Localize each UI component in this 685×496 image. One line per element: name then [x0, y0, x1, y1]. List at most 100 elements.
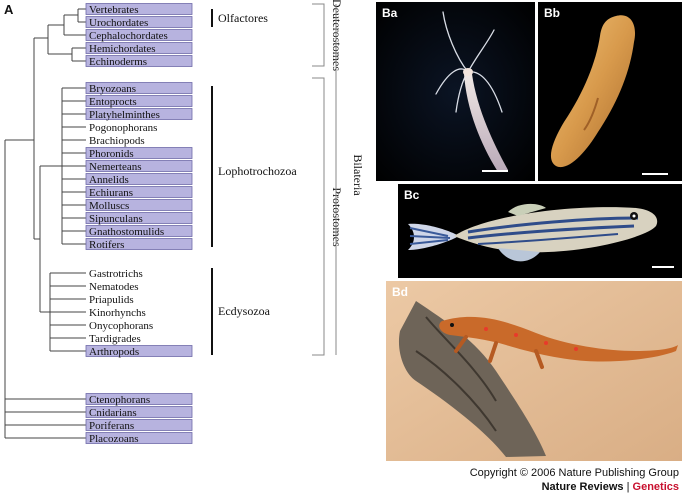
protostomes-bracket	[312, 77, 325, 356]
taxon-kinorhynchs: Kinorhynchs	[89, 307, 146, 319]
hydra-image	[376, 2, 535, 181]
taxon-poriferans: Poriferans	[85, 419, 193, 432]
taxon-urochordates: Urochordates	[85, 16, 193, 29]
photo-label-bd: Bd	[392, 285, 408, 299]
taxon-highlight-box	[85, 406, 193, 418]
taxon-label: Gnathostomulids	[89, 226, 164, 238]
taxon-label: Urochordates	[89, 17, 148, 29]
taxon-echinoderms: Echinoderms	[85, 55, 193, 68]
phylogenetic-tree: VertebratesUrochordatesCephalochordatesH…	[4, 0, 365, 445]
photo-label-bb: Bb	[544, 6, 560, 20]
taxon-platyhelminthes: Platyhelminthes	[85, 108, 193, 121]
lophotrochozoa-label: Lophotrochozoa	[218, 164, 297, 178]
taxon-rotifers: Rotifers	[85, 238, 193, 251]
taxon-highlight-box	[85, 225, 193, 237]
journal-credit: Nature Reviews | Genetics	[470, 480, 679, 494]
taxon-label: Annelids	[89, 174, 129, 186]
copyright-block: Copyright © 2006 Nature Publishing Group…	[470, 466, 679, 494]
tree-branches	[4, 8, 86, 439]
taxon-label: Ctenophorans	[89, 394, 150, 406]
taxon-label: Vertebrates	[89, 4, 138, 16]
taxon-highlight-box	[85, 55, 193, 67]
taxon-highlight-box	[85, 173, 193, 185]
taxon-label: Gastrotrichs	[89, 268, 143, 280]
taxon-highlight-box	[85, 95, 193, 107]
taxon-label: Echiurans	[89, 187, 133, 199]
planarian-image	[538, 2, 682, 181]
taxon-highlight-box	[85, 345, 193, 357]
taxon-label: Placozoans	[89, 433, 138, 445]
taxon-onycophorans: Onycophorans	[89, 320, 153, 332]
taxon-highlight-box	[85, 16, 193, 28]
photo-zebrafish: Bc	[398, 184, 682, 278]
taxon-label: Arthropods	[89, 346, 139, 358]
taxon-cnidarians: Cnidarians	[85, 406, 193, 419]
taxon-cephalochordates: Cephalochordates	[85, 29, 193, 42]
taxon-highlight-box	[85, 393, 193, 405]
taxon-entoprocts: Entoprocts	[85, 95, 193, 108]
taxon-vertebrates: Vertebrates	[85, 3, 193, 16]
olfactores-label: Olfactores	[218, 11, 268, 25]
taxon-arthropods: Arthropods	[85, 345, 193, 358]
taxon-highlight-box	[85, 147, 193, 159]
ecdysozoa-label: Ecdysozoa	[218, 304, 271, 318]
taxon-bryozoans: Bryozoans	[85, 82, 193, 95]
taxon-priapulids: Priapulids	[89, 294, 134, 306]
taxon-label: Pogonophorans	[89, 122, 157, 134]
taxon-highlight-box	[85, 3, 193, 15]
taxon-nemerteans: Nemerteans	[85, 160, 193, 173]
taxon-molluscs: Molluscs	[85, 199, 193, 212]
taxon-label: Molluscs	[89, 200, 129, 212]
taxon-highlight-box	[85, 212, 193, 224]
taxon-highlight-box	[85, 160, 193, 172]
taxon-highlight-box	[85, 432, 193, 444]
copyright-text: Copyright © 2006 Nature Publishing Group	[469, 467, 679, 479]
taxon-label: Poriferans	[89, 420, 134, 432]
taxon-label: Nemerteans	[89, 161, 142, 173]
taxon-label: Cnidarians	[89, 407, 137, 419]
taxon-gnathostomulids: Gnathostomulids	[85, 225, 193, 238]
zebrafish-image	[398, 184, 682, 278]
taxon-label: Echinoderms	[89, 56, 147, 68]
taxon-label: Brachiopods	[89, 135, 145, 147]
photo-planarian: Bb	[538, 2, 682, 181]
taxon-label: Priapulids	[89, 294, 134, 306]
journal-name: Genetics	[632, 481, 679, 493]
photo-label-bc: Bc	[404, 188, 420, 202]
taxon-nematodes: Nematodes	[89, 281, 138, 293]
photo-newt: Bd	[386, 281, 682, 461]
deuterostomes-label: Deuterostomes	[330, 0, 344, 71]
deuterostomes-bracket	[312, 3, 325, 67]
photo-label-ba: Ba	[382, 6, 398, 20]
taxon-highlight-box	[85, 42, 193, 54]
taxa-list: VertebratesUrochordatesCephalochordatesH…	[85, 3, 193, 445]
taxon-label: Platyhelminthes	[89, 109, 160, 121]
taxon-label: Kinorhynchs	[89, 307, 146, 319]
taxon-highlight-box	[85, 238, 193, 250]
taxon-highlight-box	[85, 419, 193, 431]
taxon-label: Phoronids	[89, 148, 134, 160]
taxon-label: Rotifers	[89, 239, 124, 251]
photo-hydra: Ba	[376, 2, 535, 181]
taxon-label: Sipunculans	[89, 213, 143, 225]
taxon-highlight-box	[85, 29, 193, 41]
taxon-annelids: Annelids	[85, 173, 193, 186]
taxon-highlight-box	[85, 82, 193, 94]
taxon-label: Bryozoans	[89, 83, 136, 95]
taxon-highlight-box	[85, 199, 193, 211]
newt-image	[386, 281, 682, 461]
taxon-echiurans: Echiurans	[85, 186, 193, 199]
taxon-label: Tardigrades	[89, 333, 141, 345]
taxon-placozoans: Placozoans	[85, 432, 193, 445]
taxon-phoronids: Phoronids	[85, 147, 193, 160]
taxon-tardigrades: Tardigrades	[89, 333, 141, 345]
brand-name: Nature Reviews	[541, 481, 624, 493]
credit-separator: |	[623, 481, 633, 493]
taxon-pogonophorans: Pogonophorans	[89, 122, 157, 134]
taxon-gastrotrichs: Gastrotrichs	[89, 268, 143, 280]
taxon-label: Cephalochordates	[89, 30, 168, 42]
taxon-highlight-box	[85, 108, 193, 120]
protostomes-label: Protostomes	[330, 187, 344, 247]
bilateria-label: Bilateria	[351, 154, 365, 196]
taxon-label: Nematodes	[89, 281, 138, 293]
